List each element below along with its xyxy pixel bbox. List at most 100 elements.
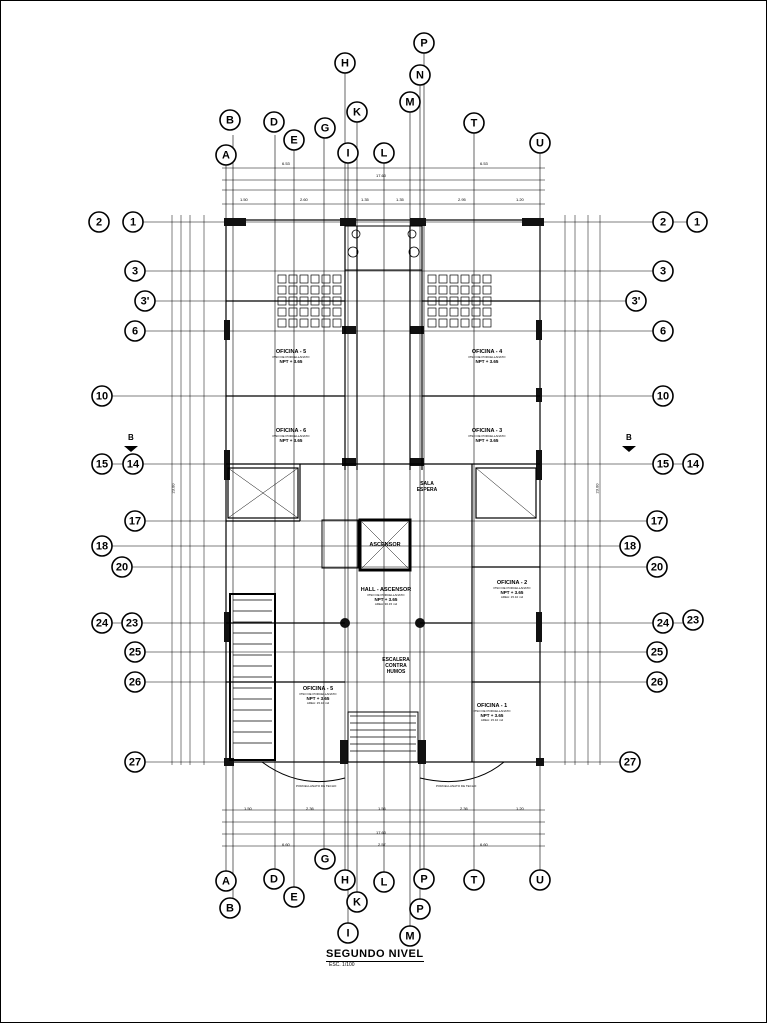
grid-bubble-l: L [373, 871, 395, 893]
svg-text:6: 6 [132, 326, 138, 338]
tile [310, 274, 320, 284]
grid-bubble-m: M [399, 925, 421, 947]
tile [460, 307, 470, 317]
tile [299, 274, 309, 284]
grid-bubble-e: E [283, 129, 305, 151]
svg-text:3: 3 [132, 266, 138, 278]
tile [482, 296, 492, 306]
drawing-scale: ESC. 1/100 [329, 962, 355, 968]
tile [277, 318, 287, 328]
grid-bubble-6: 6 [652, 320, 674, 342]
svg-text:24: 24 [96, 618, 109, 630]
drawing-title: SEGUNDO NIVEL [326, 948, 424, 962]
grid-bubble-18: 18 [91, 535, 113, 557]
svg-text:K: K [353, 107, 361, 119]
svg-text:A: A [222, 876, 230, 888]
svg-text:H: H [341, 875, 349, 887]
tile [310, 318, 320, 328]
svg-text:17: 17 [651, 516, 663, 528]
walls [224, 218, 544, 766]
svg-text:18: 18 [624, 541, 636, 553]
grid-bubble-i: I [337, 922, 359, 944]
grid-bubble-t: T [463, 869, 485, 891]
tile [427, 285, 437, 295]
tile [332, 307, 342, 317]
section-marker-left [124, 446, 138, 452]
tile [427, 296, 437, 306]
tile [299, 285, 309, 295]
grid-bubble-10: 10 [91, 385, 113, 407]
svg-text:I: I [346, 928, 349, 940]
dimension-lines [171, 167, 601, 847]
floor-tile-pattern [277, 274, 492, 328]
svg-text:B: B [226, 115, 234, 127]
tile [438, 285, 448, 295]
tile [438, 274, 448, 284]
svg-text:G: G [321, 854, 330, 866]
svg-text:M: M [405, 931, 414, 943]
tile [449, 318, 459, 328]
grid-bubble-20: 20 [646, 556, 668, 578]
svg-text:24: 24 [657, 618, 670, 630]
svg-text:15: 15 [657, 459, 669, 471]
tile [482, 285, 492, 295]
grid-bubble-14: 14 [682, 453, 704, 475]
grid-bubble-i: I [337, 142, 359, 164]
grid-bubble-l: L [373, 142, 395, 164]
svg-text:20: 20 [651, 562, 663, 574]
svg-text:P: P [420, 874, 427, 886]
grid-bubble-p: P [413, 32, 435, 54]
svg-text:A: A [222, 150, 230, 162]
svg-text:L: L [381, 877, 388, 889]
grid-bubble-23: 23 [121, 612, 143, 634]
grid-axis-lines [110, 50, 700, 935]
tile [288, 307, 298, 317]
svg-text:P: P [420, 38, 427, 50]
tile [299, 318, 309, 328]
svg-text:2: 2 [96, 217, 102, 229]
svg-text:26: 26 [651, 677, 663, 689]
svg-text:M: M [405, 97, 414, 109]
svg-text:27: 27 [624, 757, 636, 769]
grid-bubble-2: 2 [652, 211, 674, 233]
grid-bubble-24: 24 [652, 612, 674, 634]
svg-text:23: 23 [126, 618, 138, 630]
svg-text:B: B [226, 903, 234, 915]
svg-text:I: I [346, 148, 349, 160]
grid-bubble-d: D [263, 868, 285, 890]
grid-bubble-14: 14 [122, 453, 144, 475]
tile [427, 274, 437, 284]
void-left [227, 467, 299, 519]
tile [321, 285, 331, 295]
svg-text:2: 2 [660, 217, 666, 229]
tile [471, 318, 481, 328]
grid-bubble-24: 24 [91, 612, 113, 634]
tile [321, 307, 331, 317]
grid-bubble-1: 1 [122, 211, 144, 233]
tile [471, 274, 481, 284]
grid-bubble-p: P [409, 898, 431, 920]
grid-bubble-15: 15 [91, 453, 113, 475]
grid-bubble-b: B [219, 897, 241, 919]
svg-text:1: 1 [694, 217, 700, 229]
svg-text:17: 17 [129, 516, 141, 528]
grid-bubble-u: U [529, 132, 551, 154]
grid-bubble-t: T [463, 112, 485, 134]
grid-bubble-15: 15 [652, 453, 674, 475]
tile [438, 318, 448, 328]
tile [332, 285, 342, 295]
svg-text:G: G [321, 123, 330, 135]
tile [288, 285, 298, 295]
svg-text:3': 3' [632, 296, 641, 308]
grid-bubble-g: G [314, 117, 336, 139]
grid-bubble-p: P [413, 868, 435, 890]
stair [229, 593, 419, 763]
tile [449, 307, 459, 317]
restroom [344, 225, 423, 271]
grid-bubble-d: D [263, 111, 285, 133]
svg-text:10: 10 [96, 391, 108, 403]
svg-text:15: 15 [96, 459, 108, 471]
grid-bubble-3p: 3' [134, 290, 156, 312]
grid-bubble-u: U [529, 869, 551, 891]
